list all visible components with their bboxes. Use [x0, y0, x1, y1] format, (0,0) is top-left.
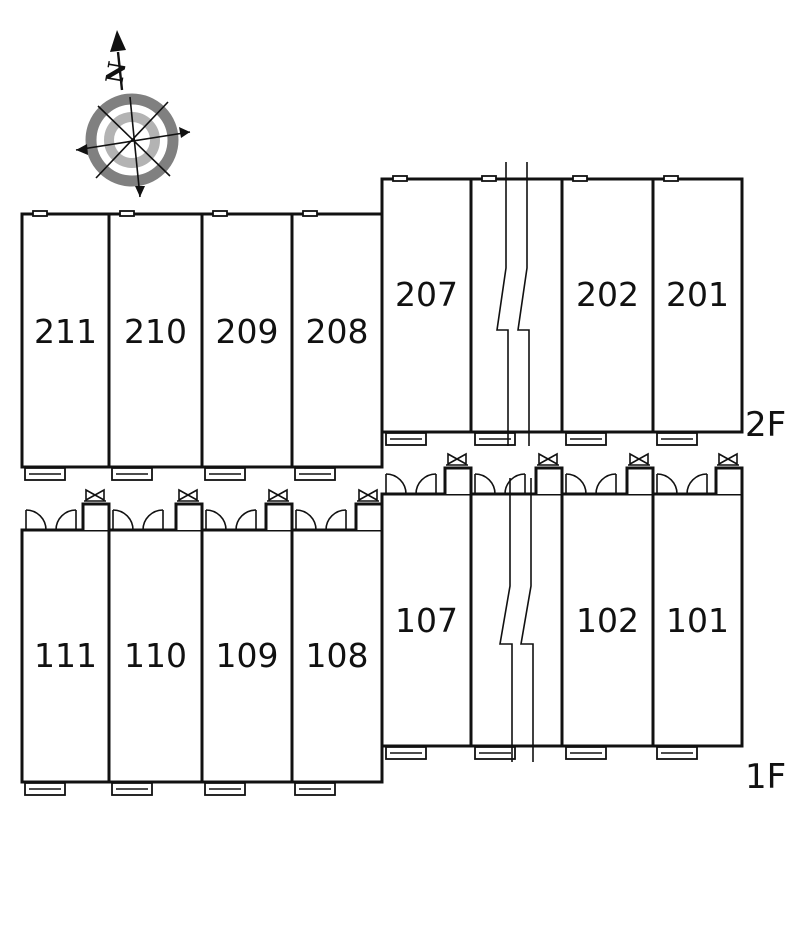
- unit-label-211: 211: [34, 312, 97, 351]
- unit-label-209: 209: [216, 312, 279, 351]
- 102-meter-icon: [629, 452, 649, 466]
- 102-entry-step: [625, 466, 655, 494]
- compass-line-diag-a: [97, 105, 171, 177]
- unit-label-202: 202: [576, 275, 639, 314]
- unit-109: [200, 528, 294, 784]
- building-walls: [20, 177, 744, 784]
- 111-entry-step: [81, 502, 111, 530]
- unit-label-208: 208: [306, 312, 369, 351]
- unit-110: [107, 528, 204, 784]
- omitted-meter-icon: [538, 452, 558, 466]
- omitted-top-window: [481, 175, 497, 182]
- break-symbol-1f: [499, 478, 534, 762]
- 207-top-window: [392, 175, 408, 182]
- 111-door-swing-b: [55, 509, 77, 531]
- north-label: N: [99, 59, 131, 86]
- omitted-door-swing-b: [504, 473, 526, 495]
- unit-201: [651, 177, 744, 434]
- compass-line-diag-b: [95, 101, 169, 179]
- 107-door-swing-a: [385, 473, 407, 495]
- 102-door-swing-a: [565, 473, 587, 495]
- 202-top-window: [572, 175, 588, 182]
- 108-door-swing-a: [295, 509, 317, 531]
- 102-door-swing-b: [595, 473, 617, 495]
- break-symbol-2f: [496, 162, 530, 446]
- unit-label-201: 201: [666, 275, 729, 314]
- unit-label-108: 108: [306, 636, 369, 675]
- unit-209: [200, 212, 294, 469]
- 101-door-swing-a: [656, 473, 678, 495]
- 110-meter-icon: [178, 488, 198, 502]
- 109-door-swing-a: [205, 509, 227, 531]
- floor-label-1f: 1F: [745, 757, 786, 797]
- 211-top-window: [32, 210, 48, 217]
- unit-label-207: 207: [395, 275, 458, 314]
- unit-210: [107, 212, 204, 469]
- 111-door-swing-a: [25, 509, 47, 531]
- 208-top-window: [302, 210, 318, 217]
- north-arrow-icon: [110, 30, 126, 52]
- omitted-entry-step: [534, 466, 564, 494]
- 209-top-window: [212, 210, 228, 217]
- compass-line-ns: [129, 96, 141, 198]
- 210-top-window: [119, 210, 135, 217]
- unit-omitted-1-5: [469, 492, 564, 748]
- unit-label-109: 109: [216, 636, 279, 675]
- 110-entry-step: [174, 502, 204, 530]
- 101-entry-step: [714, 466, 744, 494]
- 111-meter-icon: [85, 488, 105, 502]
- 109-meter-icon: [268, 488, 288, 502]
- unit-102: [560, 492, 655, 748]
- compass-arrow-south: [135, 186, 145, 197]
- 109-entry-step: [264, 502, 294, 530]
- unit-108: [290, 528, 384, 784]
- 108-door-swing-b: [325, 509, 347, 531]
- unit-labels-layer: 211 210 209 208 207 202 201 111 110 109 108 107 102 1…: [34, 275, 729, 675]
- compass-rose-icon: N: [75, 30, 191, 198]
- omitted-door-swing-a: [474, 473, 496, 495]
- unit-label-111: 111: [34, 636, 97, 675]
- 110-door-swing-a: [112, 509, 134, 531]
- unit-label-110: 110: [124, 636, 187, 675]
- 101-meter-icon: [718, 452, 738, 466]
- 108-meter-icon: [358, 488, 378, 502]
- north-arrow-shaft: [116, 51, 124, 91]
- compass-arrow-west: [76, 144, 88, 155]
- 101-door-swing-b: [686, 473, 708, 495]
- floor-label-2f: 2F: [745, 405, 786, 445]
- 109-door-swing-b: [235, 509, 257, 531]
- doors-layer: [25, 452, 744, 531]
- windows-layer: [24, 175, 698, 796]
- 108-entry-step: [354, 502, 384, 530]
- unit-207: [380, 177, 473, 434]
- unit-101: [651, 492, 744, 748]
- unit-omitted-0-5: [469, 177, 564, 434]
- 107-meter-icon: [447, 452, 467, 466]
- 110-door-swing-b: [142, 509, 164, 531]
- unit-label-107: 107: [395, 601, 458, 640]
- compass-arrow-east: [179, 127, 190, 138]
- unit-208: [290, 212, 384, 469]
- 201-top-window: [663, 175, 679, 182]
- 107-entry-step: [443, 466, 473, 494]
- unit-label-210: 210: [124, 312, 187, 351]
- unit-202: [560, 177, 655, 434]
- unit-label-102: 102: [576, 601, 639, 640]
- compass-outer-ring: [85, 93, 179, 187]
- unit-label-101: 101: [666, 601, 729, 640]
- 107-door-swing-b: [415, 473, 437, 495]
